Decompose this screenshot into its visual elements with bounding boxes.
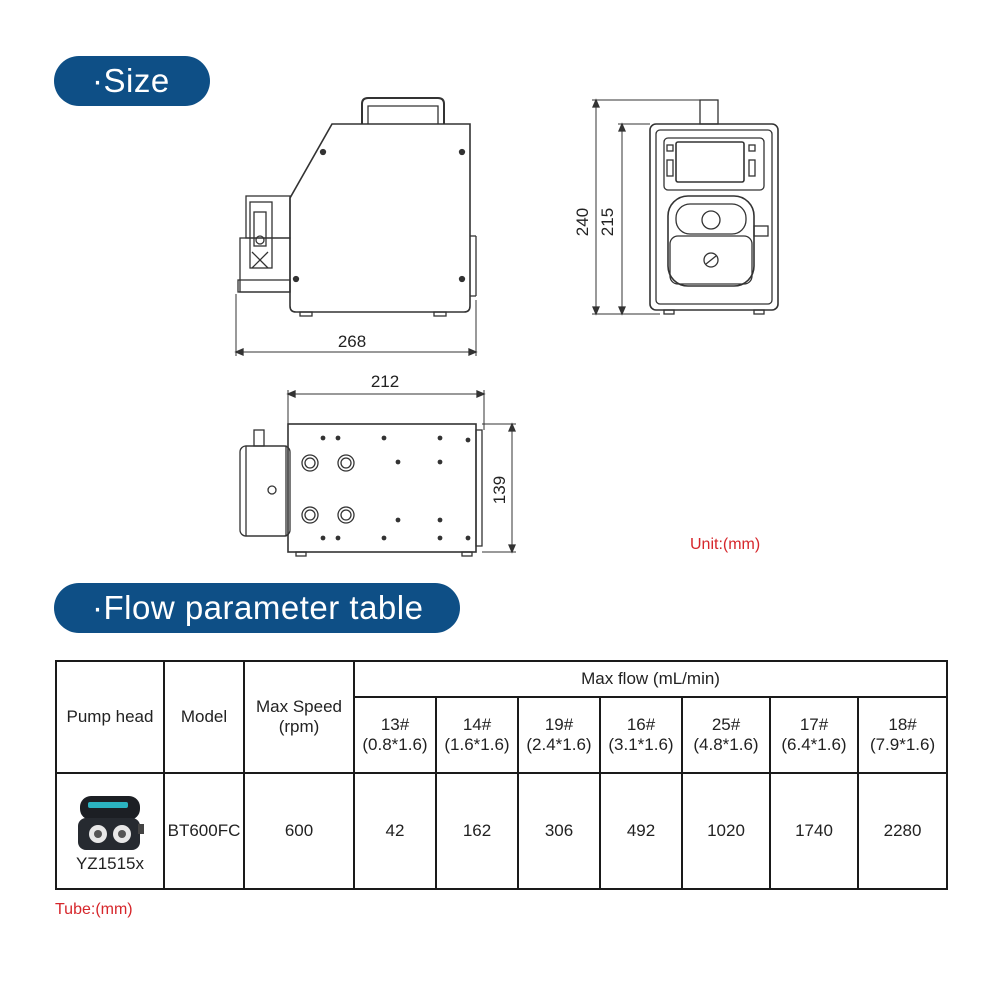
tube-note: Tube:(mm): [55, 901, 133, 918]
flow-cell: 492: [599, 772, 683, 890]
header-max-flow: Max flow (mL/min): [352, 660, 949, 698]
top-depth-label: 212: [371, 372, 399, 391]
tube-header: 17#(6.4*1.6): [769, 696, 859, 774]
tube-code: 19#: [544, 715, 574, 734]
tube-header: 18#(7.9*1.6): [856, 696, 949, 774]
top-view-drawing: [239, 390, 516, 557]
tube-size: (7.9*1.6): [869, 735, 936, 754]
tube-size: (1.6*1.6): [444, 735, 510, 754]
tube-code: 25#: [711, 715, 741, 734]
max-speed-cell: 600: [243, 772, 355, 890]
flow-cell: 42: [353, 772, 437, 890]
model-cell: BT600FC: [163, 772, 245, 890]
tube-code: 16#: [626, 715, 656, 734]
flow-cell: 2280: [856, 772, 949, 890]
front-view-drawing: [592, 98, 779, 316]
size-section-title: ·Size: [54, 56, 210, 106]
technical-drawings: 268 212 240 215 139: [234, 97, 779, 557]
header-model: Model: [163, 660, 245, 774]
flow-cell: 162: [435, 772, 519, 890]
tube-size: (3.1*1.6): [608, 735, 674, 754]
tube-header: 25#(4.8*1.6): [681, 696, 771, 774]
size-title-text: ·Size: [92, 62, 170, 99]
header-max-speed-line2: (rpm): [278, 717, 320, 736]
tube-header: 19#(2.4*1.6): [517, 696, 601, 774]
flow-cell: 1740: [769, 772, 859, 890]
flow-parameter-table: Pump head Model Max Speed (rpm) Max flow…: [55, 660, 949, 890]
tube-size: (4.8*1.6): [693, 735, 759, 754]
tube-code: 13#: [380, 715, 410, 734]
pump-head-image: [78, 796, 144, 850]
tube-header: 13#(0.8*1.6): [353, 696, 437, 774]
flow-cell: 1020: [681, 772, 771, 890]
flow-title-text: ·Flow parameter table: [92, 589, 424, 626]
header-pump-head: Pump head: [55, 660, 165, 774]
front-body-height-label: 215: [598, 208, 617, 236]
front-total-height-label: 240: [573, 208, 592, 236]
tube-header: 14#(1.6*1.6): [435, 696, 519, 774]
side-width-label: 268: [338, 332, 366, 351]
pump-head-cell: YZ1515x: [55, 772, 165, 890]
top-width-label: 139: [490, 476, 509, 504]
tube-header: 16#(3.1*1.6): [599, 696, 683, 774]
flow-cell: 306: [517, 772, 601, 890]
tube-code: 18#: [888, 715, 917, 734]
unit-note: Unit:(mm): [690, 536, 761, 553]
tube-code: 17#: [799, 715, 829, 734]
flow-section-title: ·Flow parameter table: [54, 583, 460, 633]
tube-size: (6.4*1.6): [781, 735, 847, 754]
header-max-speed: Max Speed (rpm): [243, 660, 355, 774]
side-view-drawing: [234, 97, 478, 356]
tube-size: (2.4*1.6): [526, 735, 592, 754]
tube-code: 14#: [462, 715, 492, 734]
pump-head-name: YZ1515x: [75, 854, 145, 873]
header-max-speed-line1: Max Speed: [256, 697, 342, 716]
tube-size: (0.8*1.6): [362, 735, 428, 754]
